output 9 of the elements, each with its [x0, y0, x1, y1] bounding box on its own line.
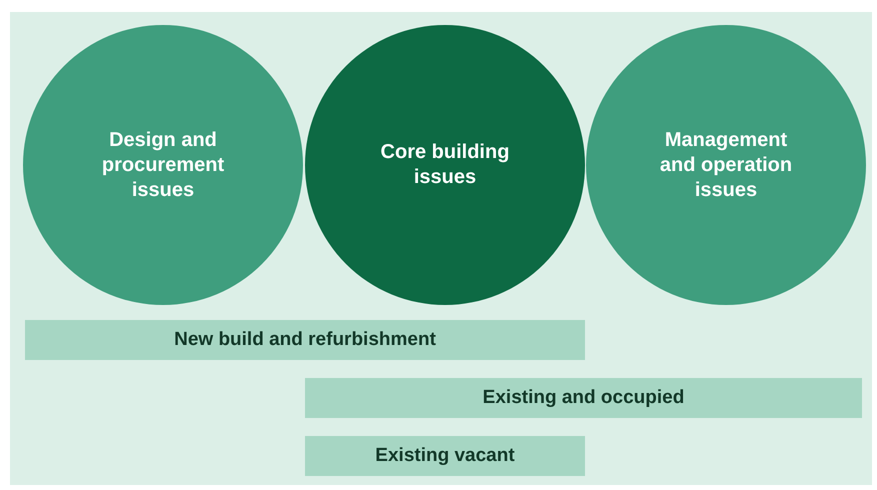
bar	[25, 320, 585, 360]
bar	[305, 378, 862, 418]
circle-label: Design and procurement issues	[100, 128, 226, 202]
bar-label: Existing vacant	[375, 445, 515, 467]
circle-label: Core building issues	[380, 140, 510, 190]
bar	[305, 436, 585, 476]
bar-label: Existing and occupied	[482, 387, 684, 409]
circle-label: Management and operation issues	[658, 128, 794, 202]
bar-label: New build and refurbishment	[174, 329, 436, 351]
